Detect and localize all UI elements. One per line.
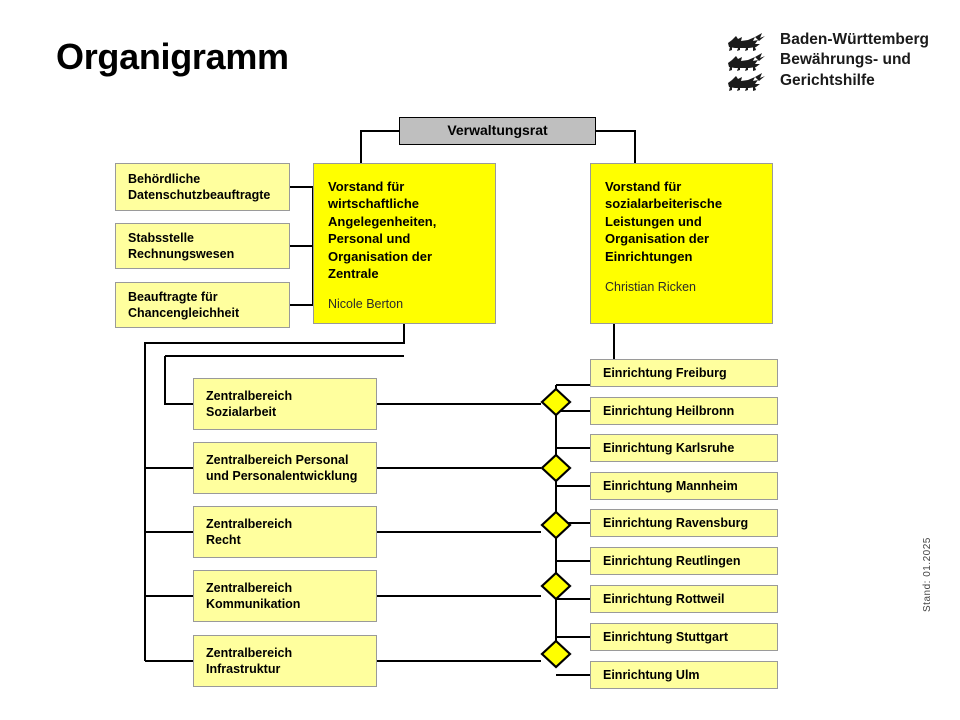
node-einrichtung-mannheim[interactable]: Einrichtung Mannheim (590, 472, 778, 500)
brand-logo-text: Baden-Württemberg Bewährungs- und Gerich… (780, 30, 929, 91)
node-einrichtung-heilbronn-label: Einrichtung Heilbronn (603, 404, 735, 418)
node-vorstand-sozialarbeit-person: Christian Ricken (605, 280, 697, 295)
node-einrichtung-heilbronn[interactable]: Einrichtung Heilbronn (590, 397, 778, 425)
node-zentralbereich-recht[interactable]: Zentralbereich Recht (193, 506, 377, 558)
node-einrichtung-ravensburg[interactable]: Einrichtung Ravensburg (590, 509, 778, 537)
node-einrichtung-karlsruhe[interactable]: Einrichtung Karlsruhe (590, 434, 778, 462)
node-vorstand-wirtschaft[interactable]: Vorstand für wirtschaftliche Angelegenhe… (313, 163, 496, 324)
node-einrichtung-freiburg[interactable]: Einrichtung Freiburg (590, 359, 778, 387)
node-beauftragte-chancengleichheit[interactable]: Beauftragte für Chancengleichheit (115, 282, 290, 328)
brand-line-3: Gerichtshilfe (780, 71, 875, 89)
node-einrichtung-mannheim-label: Einrichtung Mannheim (603, 479, 738, 493)
node-zentralbereich-infrastruktur[interactable]: Zentralbereich Infrastruktur (193, 635, 377, 687)
node-vorstand-wirtschaft-title: Vorstand für wirtschaftliche Angelegenhe… (328, 179, 437, 282)
node-einrichtung-karlsruhe-label: Einrichtung Karlsruhe (603, 441, 735, 455)
node-vorstand-sozialarbeit[interactable]: Vorstand für sozialarbeiterische Leistun… (590, 163, 773, 324)
node-zentralbereich-recht-label: Zentralbereich Recht (206, 517, 293, 547)
node-einrichtung-rottweil-label: Einrichtung Rottweil (603, 592, 725, 606)
brand-logo: Baden-Württemberg Bewährungs- und Gerich… (722, 30, 929, 92)
node-einrichtung-ulm[interactable]: Einrichtung Ulm (590, 661, 778, 689)
node-stabsstelle-rechnungswesen[interactable]: Stabsstelle Rechnungswesen (115, 223, 290, 269)
node-zentralbereich-kommunikation-label: Zentralbereich Kommunikation (206, 581, 301, 611)
brand-line-2: Bewährungs- und (780, 51, 911, 69)
node-zentralbereich-infrastruktur-label: Zentralbereich Infrastruktur (206, 646, 293, 676)
node-vorstand-wirtschaft-person: Nicole Berton (328, 297, 404, 312)
stand-note: Stand: 01.2025 (922, 537, 933, 612)
node-einrichtung-freiburg-label: Einrichtung Freiburg (603, 366, 727, 380)
node-vorstand-sozialarbeit-title: Vorstand für sozialarbeiterische Leistun… (605, 179, 723, 264)
node-einrichtung-reutlingen[interactable]: Einrichtung Reutlingen (590, 547, 778, 575)
node-verwaltungsrat[interactable]: Verwaltungsrat (399, 117, 596, 145)
brand-line-1: Baden-Württemberg (780, 31, 929, 48)
node-einrichtung-rottweil[interactable]: Einrichtung Rottweil (590, 585, 778, 613)
node-datenschutzbeauftragte[interactable]: Behördliche Datenschutzbeauftragte (115, 163, 290, 211)
node-beauftragte-chancengleichheit-label: Beauftragte für Chancengleichheit (128, 290, 240, 320)
node-einrichtung-reutlingen-label: Einrichtung Reutlingen (603, 554, 741, 568)
node-einrichtung-stuttgart-label: Einrichtung Stuttgart (603, 630, 728, 644)
node-verwaltungsrat-label: Verwaltungsrat (447, 122, 548, 139)
node-zentralbereich-personal[interactable]: Zentralbereich Personal und Personalentw… (193, 442, 377, 494)
page-title: Organigramm (56, 36, 289, 77)
node-zentralbereich-sozialarbeit-label: Zentralbereich Sozialarbeit (206, 389, 293, 419)
node-einrichtung-ulm-label: Einrichtung Ulm (603, 668, 700, 682)
node-zentralbereich-sozialarbeit[interactable]: Zentralbereich Sozialarbeit (193, 378, 377, 430)
node-einrichtung-stuttgart[interactable]: Einrichtung Stuttgart (590, 623, 778, 651)
node-datenschutzbeauftragte-label: Behördliche Datenschutzbeauftragte (128, 172, 271, 202)
three-lions-crest-icon (728, 33, 765, 91)
node-stabsstelle-rechnungswesen-label: Stabsstelle Rechnungswesen (128, 231, 235, 261)
node-einrichtung-ravensburg-label: Einrichtung Ravensburg (603, 516, 749, 530)
node-zentralbereich-personal-label: Zentralbereich Personal und Personalentw… (206, 453, 358, 483)
node-zentralbereich-kommunikation[interactable]: Zentralbereich Kommunikation (193, 570, 377, 622)
